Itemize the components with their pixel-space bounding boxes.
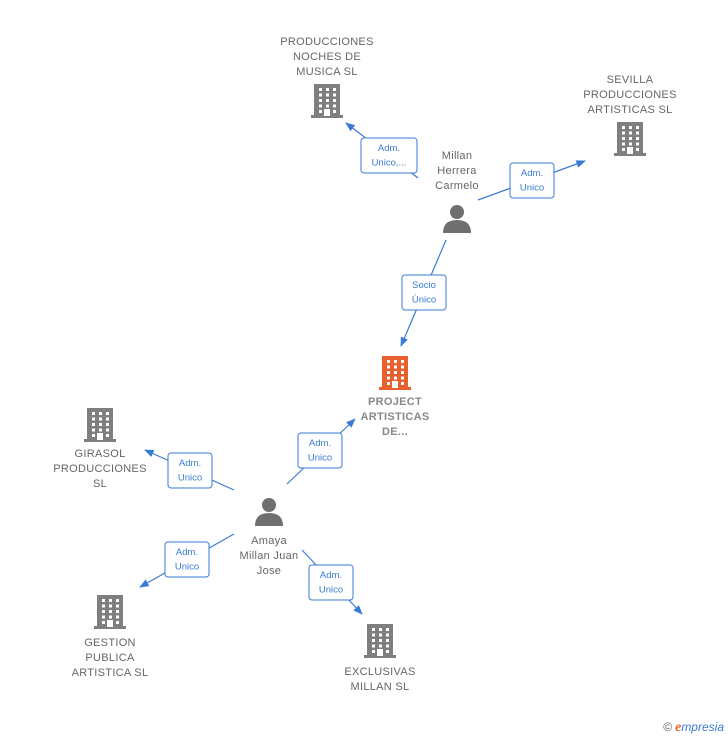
- node-label: EXCLUSIVAS: [344, 666, 415, 678]
- edge-label-text: Unico: [520, 183, 544, 194]
- edge-label-e4[interactable]: Adm. Unico: [297, 432, 343, 469]
- edge-label-text: Unico: [175, 562, 199, 573]
- edge-label-e6[interactable]: Adm. Unico: [164, 541, 210, 578]
- node-label: PRODUCCIONES: [280, 36, 373, 48]
- edge-label-e2[interactable]: Adm. Unico: [509, 162, 555, 199]
- node-label: Amaya: [251, 535, 287, 547]
- edge-label-box: [360, 137, 418, 174]
- edge-label-box: [401, 274, 447, 311]
- building-icon: [364, 624, 396, 658]
- node-sevilla[interactable]: SEVILLA PRODUCCIONES ARTISTICAS SL: [583, 74, 676, 156]
- edge-label-text: Adm.: [309, 438, 331, 449]
- node-label: GIRASOL: [74, 448, 125, 460]
- node-label: ARTISTICA SL: [72, 667, 149, 679]
- node-label: ARTISTICAS: [361, 411, 430, 423]
- edge-label-box: [164, 541, 210, 578]
- brand-logo-text: mpresia: [681, 720, 724, 734]
- node-label: SEVILLA: [607, 74, 654, 86]
- building-icon: [94, 595, 126, 629]
- edge-label-e7[interactable]: Adm. Unico: [308, 564, 354, 601]
- edge-label-box: [167, 452, 213, 489]
- building-icon: [379, 356, 411, 390]
- node-label: GESTION: [84, 637, 136, 649]
- edge-label-text: Unico: [178, 473, 202, 484]
- edge-label-text: Adm.: [176, 547, 198, 558]
- node-gestion[interactable]: GESTION PUBLICA ARTISTICA SL: [72, 595, 149, 679]
- node-label: MILLAN SL: [351, 681, 410, 693]
- edge-label-box: [509, 162, 555, 199]
- edge-label-text: Unico,...: [372, 158, 407, 169]
- edge-label-box: [297, 432, 343, 469]
- edge-label-text: Unico: [308, 453, 332, 464]
- node-label: Millan: [442, 150, 473, 162]
- node-label: PRODUCCIONES: [583, 89, 676, 101]
- edge-label-e5[interactable]: Adm. Unico: [167, 452, 213, 489]
- person-icon: [443, 205, 471, 233]
- brand-logo-initial: e: [675, 720, 682, 735]
- building-icon: [84, 408, 116, 442]
- node-exclusivas[interactable]: EXCLUSIVAS MILLAN SL: [344, 624, 415, 693]
- node-project[interactable]: PROJECT ARTISTICAS DE...: [361, 356, 430, 438]
- node-label: MUSICA SL: [296, 66, 357, 78]
- node-label: NOCHES DE: [293, 51, 361, 63]
- node-girasol[interactable]: GIRASOL PRODUCCIONES SL: [53, 408, 146, 490]
- nodes-layer: PRODUCCIONES NOCHES DE MUSICA SL SEVILLA PRO…: [53, 36, 676, 693]
- building-icon: [311, 84, 343, 118]
- node-label: ARTISTICAS SL: [588, 104, 673, 116]
- edge-label-text: Socio: [412, 280, 436, 291]
- node-label: PUBLICA: [85, 652, 135, 664]
- building-icon: [614, 122, 646, 156]
- node-label: Millan Juan: [240, 550, 299, 562]
- node-producciones_noches[interactable]: PRODUCCIONES NOCHES DE MUSICA SL: [280, 36, 373, 118]
- node-label: Jose: [257, 565, 281, 577]
- node-label: SL: [93, 478, 107, 490]
- person-icon: [255, 498, 283, 526]
- edge-label-box: [308, 564, 354, 601]
- node-label: DE...: [382, 426, 408, 438]
- node-label: Carmelo: [435, 180, 479, 192]
- copyright-symbol: ©: [663, 720, 673, 734]
- edge-label-text: Adm.: [179, 458, 201, 469]
- node-label: PROJECT: [368, 396, 422, 408]
- edge-label-text: Adm.: [320, 570, 342, 581]
- edge-label-text: Único: [412, 295, 436, 306]
- edge-label-e1[interactable]: Adm. Unico,...: [360, 137, 418, 174]
- node-label: Herrera: [437, 165, 477, 177]
- node-label: PRODUCCIONES: [53, 463, 146, 475]
- edge-label-text: Unico: [319, 585, 343, 596]
- edge-label-text: Adm.: [521, 168, 543, 179]
- edge-label-text: Adm.: [378, 143, 400, 154]
- edge-labels-layer: Adm.Unico,...Adm.UnicoSocioÚnicoAdm.Unic…: [164, 137, 555, 601]
- brand-watermark[interactable]: ©empresia: [663, 720, 724, 736]
